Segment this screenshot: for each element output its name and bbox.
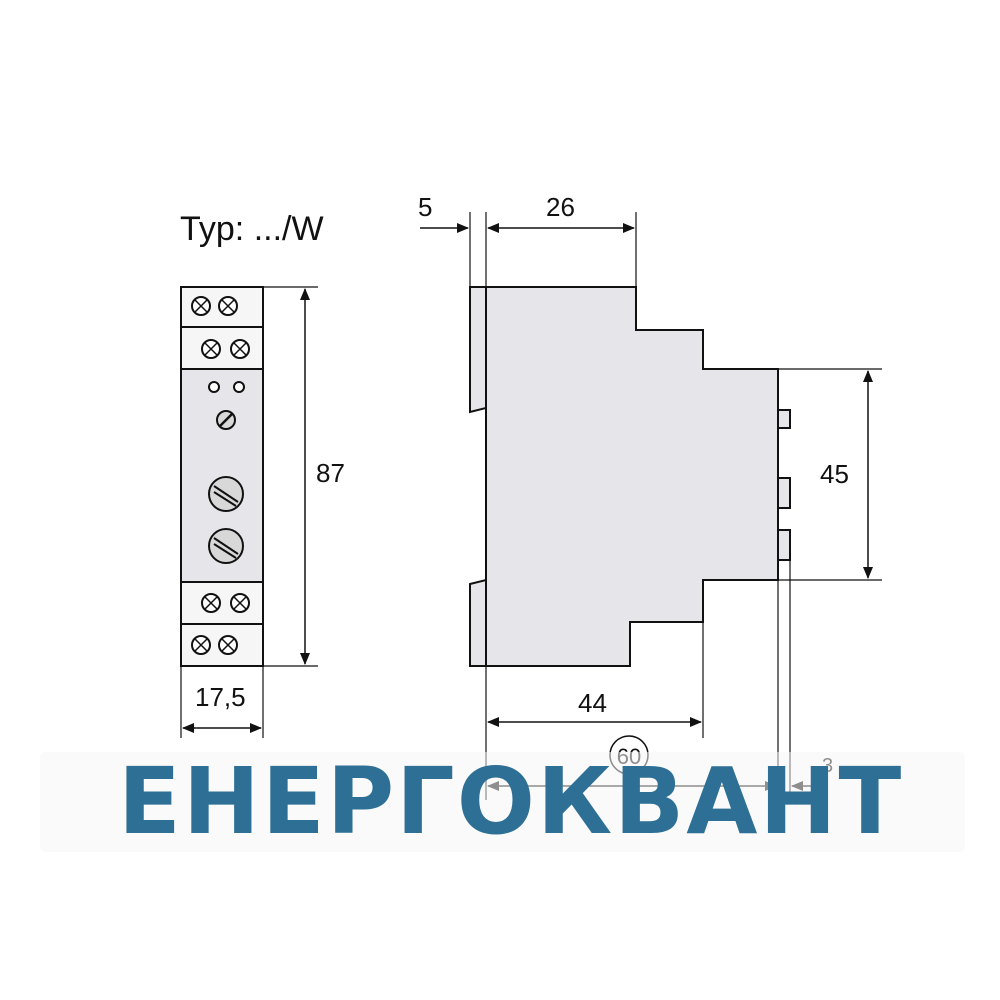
din-rail-clip-top bbox=[469, 286, 487, 414]
terminal-bump bbox=[777, 409, 791, 429]
front-view: 87 17,5 bbox=[180, 286, 345, 738]
side-body bbox=[485, 286, 779, 667]
bottom-step-44-label: 44 bbox=[578, 688, 607, 718]
bottom-terminal-row-1 bbox=[180, 581, 264, 625]
din-rail-clip-bottom bbox=[469, 578, 487, 667]
top-terminal-row-2 bbox=[180, 326, 264, 370]
screw-cross-marks bbox=[194, 299, 247, 652]
led-indicator-icon bbox=[208, 381, 220, 393]
side-view: 5 26 45 44 60 3 bbox=[418, 192, 882, 800]
type-title: Typ: .../W bbox=[180, 210, 324, 248]
top-step-26-label: 26 bbox=[546, 192, 575, 222]
terminal-bump bbox=[777, 529, 791, 561]
led-indicator-icon bbox=[233, 381, 245, 393]
offset-5-label: 5 bbox=[418, 192, 432, 222]
height-45-label: 45 bbox=[820, 459, 849, 489]
brand-watermark: ЕНЕРГОКВАНТ bbox=[118, 748, 904, 855]
width-17-5-label: 17,5 bbox=[195, 682, 246, 712]
height-87-label: 87 bbox=[316, 458, 345, 488]
terminal-bump bbox=[777, 477, 791, 509]
watermark-band bbox=[40, 752, 965, 852]
